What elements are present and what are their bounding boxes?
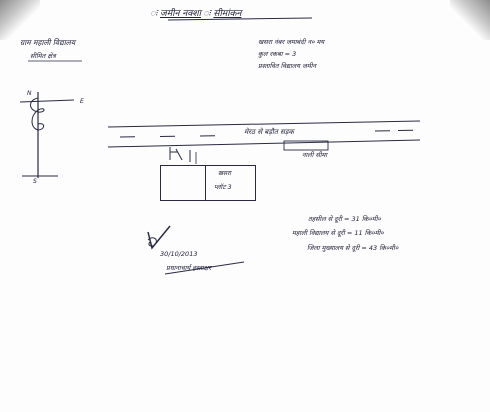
signature-scribble [147, 225, 245, 275]
road-drawing [107, 120, 421, 151]
title-underline [167, 17, 313, 21]
title-prefix: ः [150, 9, 158, 19]
signature-name: प्रधानाचार्य हस्ताक्षर [166, 264, 212, 272]
plot-outline [160, 165, 256, 201]
distance-school: महाली विद्यालय से दूरी = 11 कि०मी० [292, 229, 384, 237]
document-title: ः जमीन नक्शा ः सीमांकन [150, 6, 241, 19]
compass-north-label: N [27, 90, 32, 97]
header-right-line-1: खसरा नंबर जमाबंदी न० मय [258, 38, 325, 46]
plot-label-2: प्लॉट 3 [214, 183, 232, 191]
road-label: मेरठ से बड़ौत सड़क [244, 128, 294, 136]
header-left-line-1: ग्राम महाली विद्यालय [20, 38, 76, 47]
header-right-line-2: कुल रकबा = 3 [258, 50, 297, 58]
title-sub: सीमांकन [213, 9, 242, 19]
header-left-line-2: सीमित क्षेत्र [30, 52, 56, 60]
signature-date: 30/10/2013 [160, 250, 198, 258]
distance-district: जिला मुख्यालय से दूरी = 43 कि०मी० [307, 244, 399, 252]
drain-label: नाली सीमा [302, 151, 328, 159]
scan-shadow-top-right [450, 0, 490, 40]
plot-label-1: खसरा [218, 170, 231, 177]
plot-divider [205, 165, 207, 200]
distance-tehsil: तहसील से दूरी = 31 कि०मी० [308, 215, 381, 223]
scan-shadow-top-left [0, 0, 40, 40]
header-right-line-3: प्रस्तावित विद्यालय जमीन [258, 62, 317, 70]
plot-entry-marks [169, 147, 197, 164]
title-main: जमीन नक्शा [160, 9, 201, 19]
compass-symbol [19, 92, 75, 178]
compass-south-label: S [33, 178, 37, 185]
compass-east-label: E [80, 98, 84, 105]
